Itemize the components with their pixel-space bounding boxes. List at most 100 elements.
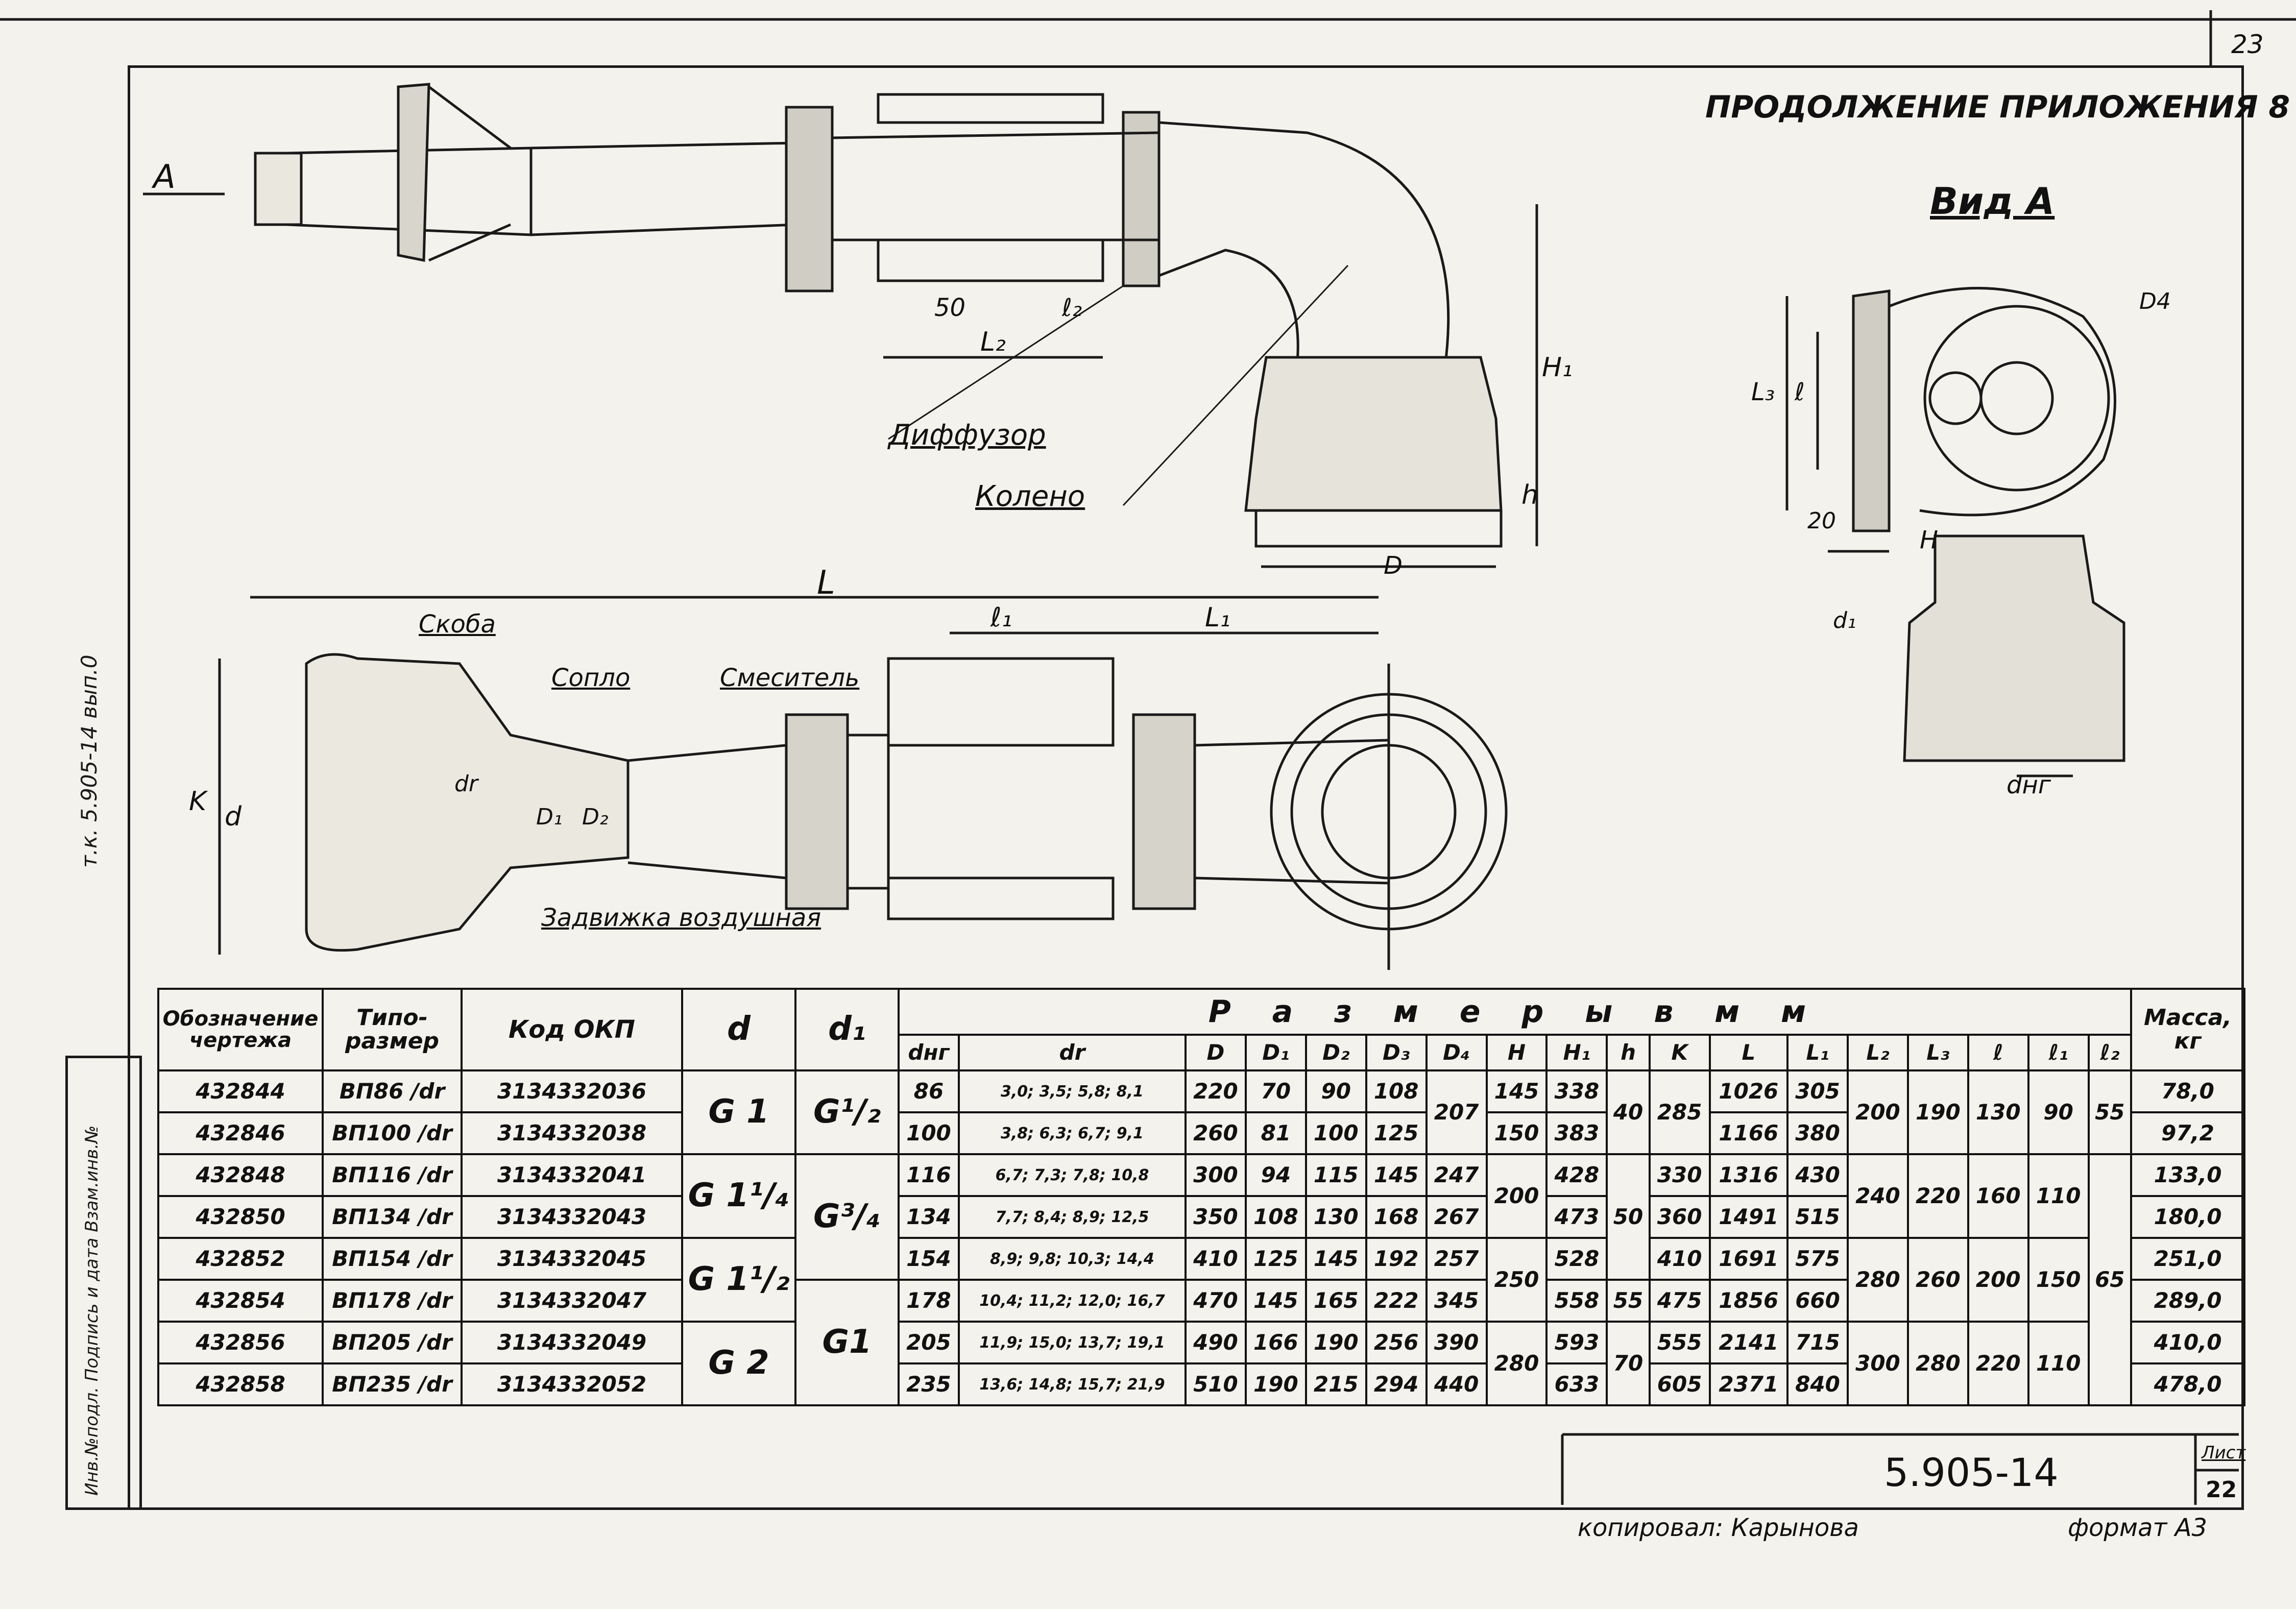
cell-L3: 190: [1906, 1069, 1969, 1155]
cell-L2: 200: [1846, 1069, 1909, 1155]
dim-L3: L₃: [1751, 378, 1775, 406]
cell-H1: 383: [1545, 1111, 1608, 1155]
cell-D3: 145: [1365, 1153, 1428, 1197]
dim-h: h: [1521, 480, 1538, 510]
cell-code: 3134332052: [461, 1362, 683, 1406]
dim-L2: L₂: [980, 327, 1006, 357]
dim-dnr: dнг: [2007, 771, 2051, 799]
table-row: 432856 ВП205 /dr 3134332049 G 2 205 11,9…: [157, 1321, 2245, 1406]
cell-K: 360: [1648, 1195, 1711, 1239]
cell-d1: G³/₄: [794, 1153, 900, 1281]
cell-D1: 108: [1244, 1195, 1307, 1239]
cell-l1: 110: [2027, 1321, 2090, 1406]
sub-l: ℓ: [1967, 1034, 2029, 1071]
col-d1: d₁: [794, 988, 900, 1071]
cell-dr: 6,7; 7,3; 7,8; 10,8: [957, 1153, 1187, 1197]
cell-L: 1026: [1708, 1069, 1789, 1113]
cell-L1: 660: [1786, 1279, 1849, 1323]
cell-L: 2141: [1708, 1321, 1789, 1364]
left-stamp-strip: [65, 1056, 142, 1510]
dim-dr: dr: [454, 771, 478, 797]
cell-type: ВП86 /dr: [322, 1069, 463, 1113]
cell-l1: 110: [2027, 1153, 2090, 1239]
left-stamp: Инв.№подл. Подпись и дата Взам.инв.№: [82, 1125, 102, 1496]
col-d: d: [681, 988, 796, 1071]
side-stamp: т.к. 5.905-14 вып.0: [77, 654, 102, 868]
format: формат А3: [2068, 1514, 2208, 1542]
cell-D1: 81: [1244, 1111, 1307, 1155]
cell-type: ВП154 /dr: [322, 1237, 463, 1281]
cell-code: 3134332049: [461, 1321, 683, 1364]
cell-D: 350: [1185, 1195, 1247, 1239]
view-label: Вид А: [1930, 180, 2055, 223]
sub-K: K: [1648, 1034, 1711, 1071]
dim-H: H: [1920, 526, 1939, 554]
cell-D: 470: [1185, 1279, 1247, 1323]
cell-H1: 633: [1545, 1362, 1608, 1406]
cell-K: 410: [1648, 1237, 1711, 1281]
table-row: 432850 ВП134 /dr 3134332043 134 7,7; 8,4…: [157, 1195, 2245, 1239]
sub-L3: L₃: [1906, 1034, 1969, 1071]
dim-D: D: [1384, 551, 1403, 580]
cell-D3: 294: [1365, 1362, 1428, 1406]
table-row: 432848 ВП116 /dr 3134332041 G 1¹/₄ G³/₄ …: [157, 1153, 2245, 1406]
cell-dnr: 178: [898, 1279, 960, 1323]
cell-code: 3134332043: [461, 1195, 683, 1239]
cell-des: 432848: [157, 1153, 324, 1197]
cell-code: 3134332045: [461, 1237, 683, 1281]
col-type: Типо-размер: [322, 988, 463, 1071]
cell-L1: 305: [1786, 1069, 1849, 1113]
cell-D1: 125: [1244, 1237, 1307, 1281]
dim-L: L: [817, 564, 835, 602]
cell-mass: 251,0: [2130, 1237, 2245, 1281]
table-row: 432854 ВП178 /dr 3134332047 G1 178 10,4;…: [157, 1279, 2245, 1406]
sub-h: h: [1606, 1034, 1651, 1071]
cell-K: 285: [1648, 1069, 1711, 1155]
cell-D4: 390: [1425, 1321, 1488, 1364]
sub-D2: D₂: [1304, 1034, 1367, 1071]
cell-dr: 7,7; 8,4; 8,9; 12,5: [957, 1195, 1187, 1239]
cell-D2: 115: [1304, 1153, 1367, 1197]
cell-des: 432850: [157, 1195, 324, 1239]
cell-D4: 257: [1425, 1237, 1488, 1281]
cell-d: G 1¹/₂: [681, 1237, 796, 1323]
cell-h: 40: [1606, 1069, 1651, 1155]
sub-H: H: [1485, 1034, 1548, 1071]
cell-D3: 192: [1365, 1237, 1428, 1281]
cell-D: 490: [1185, 1321, 1247, 1364]
callout-air-valve: Задвижка воздушная: [541, 904, 821, 932]
dim-d: d: [225, 801, 242, 832]
cell-L: 1691: [1708, 1237, 1789, 1281]
sheet-number: 22: [2206, 1477, 2237, 1503]
cell-H1: 338: [1545, 1069, 1608, 1113]
cell-d: G 1¹/₄: [681, 1153, 796, 1239]
cell-code: 3134332038: [461, 1111, 683, 1155]
cell-h: 70: [1606, 1321, 1651, 1406]
cell-type: ВП235 /dr: [322, 1362, 463, 1406]
cell-H: 280: [1485, 1321, 1548, 1406]
cell-L: 1166: [1708, 1111, 1789, 1155]
cell-mass: 97,2: [2130, 1111, 2245, 1155]
cell-K: 330: [1648, 1153, 1711, 1197]
cell-D: 300: [1185, 1153, 1247, 1197]
cell-L: 1491: [1708, 1195, 1789, 1239]
cell-type: ВП178 /dr: [322, 1279, 463, 1323]
cell-D2: 190: [1304, 1321, 1367, 1364]
copied-by: копировал: Карынова: [1578, 1514, 1859, 1542]
dim-L1: L₁: [1205, 602, 1230, 633]
cell-l: 220: [1967, 1321, 2029, 1406]
cell-D2: 145: [1304, 1237, 1367, 1281]
cell-L3: 220: [1906, 1153, 1969, 1239]
sub-l1: ℓ₁: [2027, 1034, 2090, 1071]
cell-D2: 165: [1304, 1279, 1367, 1323]
cell-L1: 840: [1786, 1362, 1849, 1406]
callout-nozzle: Сопло: [551, 664, 631, 692]
dim-d1: d₁: [1833, 607, 1856, 633]
cell-dr: 13,6; 14,8; 15,7; 21,9: [957, 1362, 1187, 1406]
cell-H1: 428: [1545, 1153, 1608, 1197]
cell-d: G 2: [681, 1321, 796, 1406]
cell-D1: 94: [1244, 1153, 1307, 1197]
cell-dr: 3,8; 6,3; 6,7; 9,1: [957, 1111, 1187, 1155]
cell-des: 432852: [157, 1237, 324, 1281]
cell-d1: G¹/₂: [794, 1069, 900, 1155]
